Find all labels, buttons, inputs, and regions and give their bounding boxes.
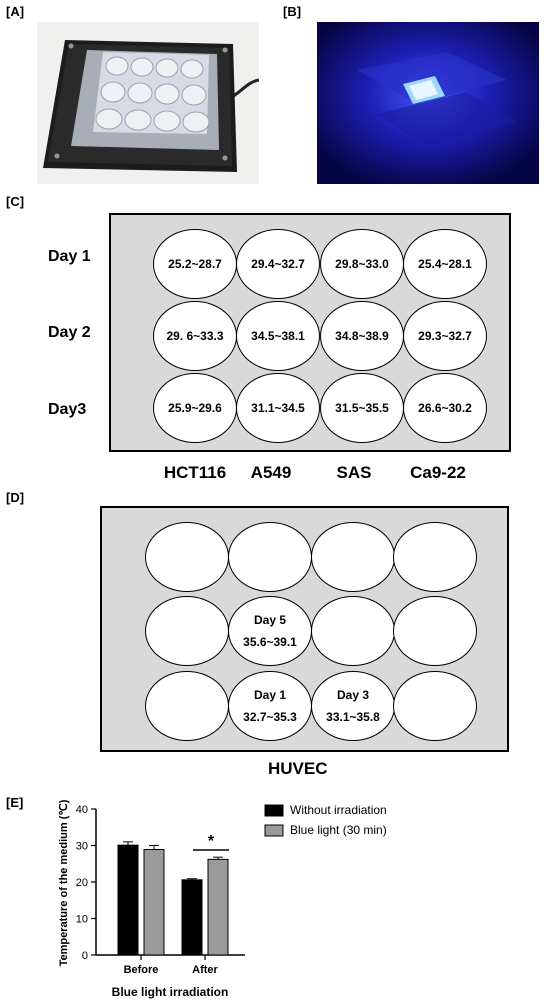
well-d-day5: Day 5 35.6~39.1 [228, 596, 312, 666]
y-tick-label: 30 [76, 841, 88, 853]
well-c-2-2: 34.5~38.1 [236, 301, 320, 371]
well-c-1-1: 25.2~28.7 [153, 229, 237, 299]
well-day5-range: 35.6~39.1 [243, 635, 297, 649]
panel-a-label: [A] [6, 4, 25, 19]
well-day3-day: Day 3 [336, 688, 370, 702]
well-c-3-4: 26.6~30.2 [403, 373, 487, 443]
row-label-day1: Day 1 [48, 248, 91, 265]
well-d-3-4 [393, 671, 477, 741]
well-day5-day: Day 5 [253, 613, 287, 627]
well-d-2-4 [393, 596, 477, 666]
legend-entry: Without irradiation [290, 803, 387, 817]
y-tick-label: 20 [76, 877, 88, 889]
well-d-day3: Day 3 33.1~35.8 [311, 671, 395, 741]
well-d-day1: Day 1 32.7~35.3 [228, 671, 312, 741]
well-d-1-3 [311, 522, 395, 592]
plate-d: Day 5 35.6~39.1 Day 1 32.7~35.3 Day 3 33… [100, 506, 509, 752]
y-tick-label: 10 [76, 914, 88, 926]
well-c-2-4: 29.3~32.7 [403, 301, 487, 371]
panel-d-label: [D] [6, 490, 25, 505]
col-label-ca9-22: Ca9-22 [410, 463, 466, 482]
well-d-1-1 [145, 522, 229, 592]
temperature-bar-chart: Temperature of the medium (℃) Blue light… [58, 799, 387, 999]
legend-swatch [264, 804, 284, 817]
x-tick-label: Before [124, 964, 159, 976]
legend-swatch [264, 824, 284, 837]
well-d-3-1 [145, 671, 229, 741]
well-day1-day: Day 1 [253, 688, 287, 702]
well-d-2-1 [145, 596, 229, 666]
row-label-day2: Day 2 [48, 324, 91, 341]
bar-before-without-irradiation [117, 844, 139, 956]
huvec-label: HUVEC [268, 759, 328, 778]
device-illustration [37, 22, 259, 184]
well-c-1-2: 29.4~32.7 [236, 229, 320, 299]
y-tick-label: 40 [76, 804, 88, 816]
well-d-1-2 [228, 522, 312, 592]
well-day3-range: 33.1~35.8 [326, 710, 380, 724]
significance-star: * [208, 833, 215, 850]
plate-c: 25.2~28.7 29.4~32.7 29.8~33.0 25.4~28.1 … [109, 213, 511, 452]
panel-c-label: [C] [6, 194, 25, 209]
well-c-3-2: 31.1~34.5 [236, 373, 320, 443]
bar-after-blue-light [207, 858, 229, 956]
blue-light-photo [317, 22, 539, 184]
irradiation-device-photo [37, 22, 259, 184]
legend-entry: Blue light (30 min) [290, 823, 387, 837]
well-c-2-3: 34.8~38.9 [320, 301, 404, 371]
well-c-2-1: 29. 6~33.3 [153, 301, 237, 371]
blue-light-illustration [317, 22, 539, 184]
well-c-1-3: 29.8~33.0 [320, 229, 404, 299]
well-c-3-3: 31.5~35.5 [320, 373, 404, 443]
y-tick-label: 0 [82, 950, 88, 962]
y-axis-label: Temperature of the medium (℃) [58, 799, 70, 966]
col-label-hct116: HCT116 [163, 463, 227, 482]
bar-after-without-irradiation [181, 879, 203, 956]
panel-b-label: [B] [283, 4, 302, 19]
row-label-day3: Day3 [48, 401, 87, 418]
panel-e-label: [E] [6, 795, 24, 810]
well-c-3-1: 25.9~29.6 [153, 373, 237, 443]
bar-before-blue-light [143, 849, 165, 956]
well-c-1-4: 25.4~28.1 [403, 229, 487, 299]
well-d-1-4 [393, 522, 477, 592]
col-label-sas: SAS [336, 463, 372, 482]
x-axis-label: Blue light irradiation [112, 985, 229, 999]
col-label-a549: A549 [250, 463, 292, 482]
well-day1-range: 32.7~35.3 [243, 710, 297, 724]
x-tick-label: After [192, 964, 218, 976]
well-d-2-3 [311, 596, 395, 666]
